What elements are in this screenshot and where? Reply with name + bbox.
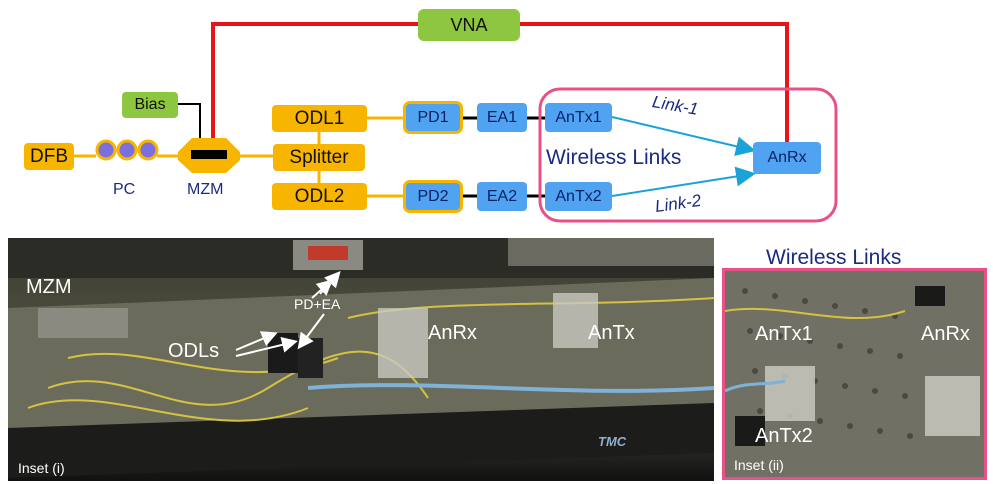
diagram-connections	[74, 22, 838, 223]
inset-i-label: Inset (i)	[18, 460, 65, 476]
pc-loop-1	[95, 139, 117, 161]
inset-antx1-label: AnTx1	[755, 323, 813, 345]
photo-odls-label: ODLs	[168, 340, 220, 362]
antx2-box: AnTx2	[545, 182, 612, 211]
anrx-label: AnRx	[767, 149, 807, 166]
photo-mzm-label: MZM	[26, 276, 72, 298]
photo-pd-ea-label: PD+EA	[294, 296, 341, 312]
mzm-label: MZM	[187, 181, 224, 198]
system-diagram: VNA Bias DFB PC MZM ODL1 Splitter ODL2 P…	[0, 0, 993, 230]
bias-box: Bias	[122, 92, 178, 118]
pc-loop-2	[116, 139, 138, 161]
antx2-label: AnTx2	[555, 187, 602, 205]
odl2-box: ODL2	[272, 183, 367, 210]
pd2-label: PD2	[417, 187, 449, 205]
link1-arrow	[611, 116, 756, 157]
wireless-links-frame	[538, 87, 838, 223]
pd1-box: PD1	[403, 101, 463, 134]
photo-scene	[8, 238, 714, 478]
photo-arrows	[235, 271, 341, 357]
dfb-label: DFB	[30, 145, 68, 167]
inset-title: Wireless Links	[766, 246, 902, 269]
vna-label: VNA	[450, 14, 488, 35]
pc-label: PC	[113, 181, 136, 198]
bias-label: Bias	[134, 96, 166, 113]
pc-loop-3	[137, 139, 159, 161]
pd1-label: PD1	[417, 108, 449, 126]
odl1-label: ODL1	[294, 107, 345, 129]
vna-box: VNA	[418, 9, 520, 41]
antx1-box: AnTx1	[545, 103, 612, 132]
ea2-box: EA2	[477, 182, 527, 211]
photo-anrx-label: AnRx	[428, 322, 477, 344]
ea1-box: EA1	[477, 103, 527, 132]
lab-setup-photo: MZM PD+EA ODLs AnRx AnTx TMC Inset (i)	[8, 238, 714, 481]
inset-antx2-label: AnTx2	[755, 425, 813, 447]
antx1-label: AnTx1	[555, 108, 602, 126]
splitter-box: Splitter	[273, 144, 365, 171]
mzm-electrode	[191, 150, 227, 159]
link2-arrow	[611, 166, 756, 197]
dfb-box: DFB	[24, 143, 74, 170]
bias-wire	[178, 103, 208, 154]
wireless-links-label: Wireless Links	[546, 146, 682, 169]
odl2-label: ODL2	[294, 185, 345, 207]
photo-table-logo: TMC	[598, 434, 627, 449]
inset-ii-label: Inset (ii)	[734, 457, 784, 473]
ea1-label: EA1	[486, 108, 518, 126]
photo-antx-label: AnTx	[588, 322, 635, 344]
inset-anrx-label: AnRx	[921, 323, 970, 345]
splitter-label: Splitter	[289, 146, 349, 168]
odl1-box: ODL1	[272, 105, 367, 132]
pd2-box: PD2	[403, 180, 463, 213]
ea2-label: EA2	[486, 187, 518, 205]
wireless-links-photo: AnTx1 AnRx AnTx2 Inset (ii)	[722, 268, 987, 480]
anrx-box: AnRx	[753, 142, 821, 174]
inset-scene	[725, 271, 984, 477]
